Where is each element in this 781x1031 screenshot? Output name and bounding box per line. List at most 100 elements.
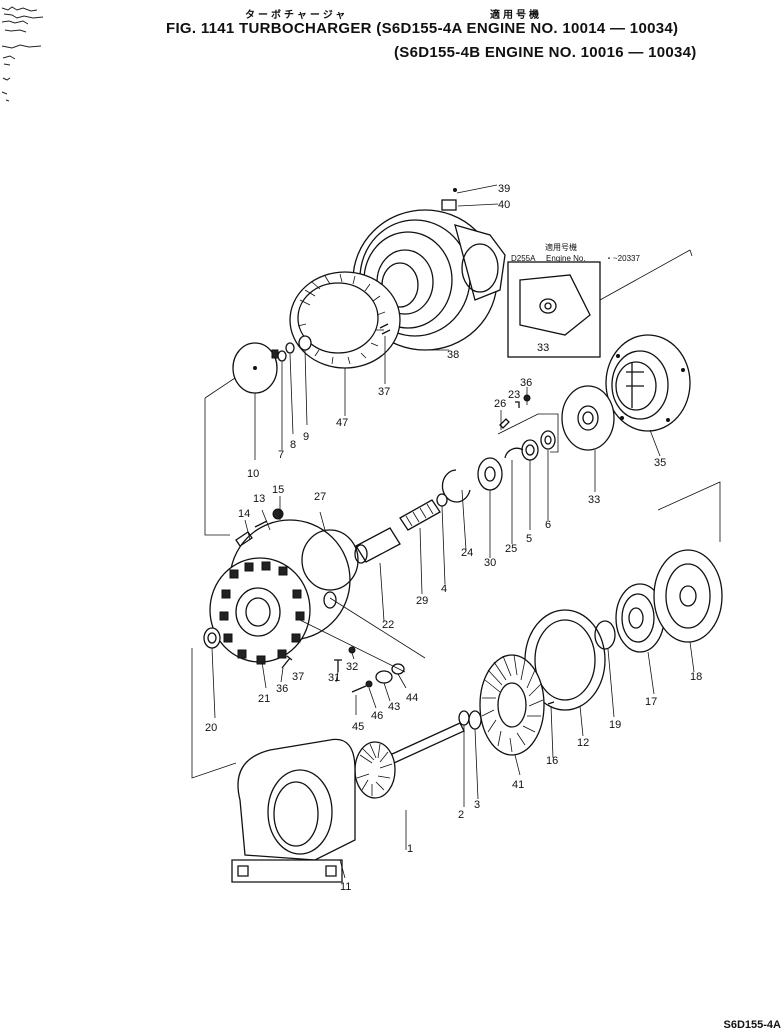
callout-47: 46 xyxy=(371,710,383,722)
sleeve-5 xyxy=(521,439,539,461)
figure-title: FIG. 1141 TURBOCHARGER (S6D155-4A ENGINE… xyxy=(166,20,679,37)
callout-18: 18 xyxy=(690,671,702,683)
plate-44 xyxy=(375,670,393,684)
seal-20 xyxy=(203,627,221,649)
callout-4: 4 xyxy=(441,583,447,595)
bolt-37 xyxy=(281,655,293,669)
part-7 xyxy=(277,350,287,362)
callout-15: 15 xyxy=(272,484,284,496)
bolt-46 xyxy=(351,685,367,693)
callout-19: 19 xyxy=(609,719,621,731)
leader-frame-right xyxy=(657,481,721,542)
part-8 xyxy=(285,342,295,354)
callout-2: 2 xyxy=(458,809,464,821)
callout-16: 16 xyxy=(546,755,558,767)
circlip-25 xyxy=(504,447,524,459)
callout-43: 47 xyxy=(336,417,348,429)
washer-32 xyxy=(348,646,356,654)
ring-6 xyxy=(540,430,556,450)
jp-title: ターボチャージャ xyxy=(245,10,349,21)
callout-25: 25 xyxy=(505,543,517,555)
inset-engine-label: Engine No. xyxy=(546,254,586,263)
plate-10 xyxy=(232,342,279,394)
callout-34: 36 xyxy=(520,377,532,389)
callout-21: 21 xyxy=(258,693,270,705)
scan-artifact xyxy=(1,6,44,102)
pin-16 xyxy=(547,701,555,705)
callout-30: 30 xyxy=(484,557,496,569)
diffuser-plate-43 xyxy=(289,271,401,369)
callout-11: 11 xyxy=(340,881,351,893)
callout-31: 31 xyxy=(328,672,340,684)
figure-subtitle: (S6D155-4B ENGINE NO. 10016 — 10034) xyxy=(394,44,697,61)
callout-3: 3 xyxy=(474,799,480,811)
callout-20: 20 xyxy=(205,722,217,734)
ring-4 xyxy=(436,493,448,507)
callout-38: 37 xyxy=(378,386,390,398)
callout-26: 26 xyxy=(494,398,506,410)
part-14 xyxy=(235,531,253,547)
callout-29: 29 xyxy=(416,595,428,607)
callout-9: 9 xyxy=(303,431,309,443)
callout-labels: 39 40 38 37 47 10 7 8 9 33 36 23 26 33 3… xyxy=(205,183,702,893)
nozzle-ring-12 xyxy=(524,609,606,711)
inset-callout-33: 33 xyxy=(537,342,549,354)
sleeve-22 xyxy=(354,527,401,564)
callout-6: 6 xyxy=(545,519,551,531)
part-13 xyxy=(254,520,268,528)
ring-19 xyxy=(594,620,616,650)
callout-12: 12 xyxy=(577,737,589,749)
center-housing-21 xyxy=(209,519,351,665)
callout-27: 27 xyxy=(314,491,326,503)
callout-7: 7 xyxy=(278,449,284,461)
bracket-lines xyxy=(497,413,559,453)
inset-variant-box xyxy=(507,261,601,358)
inset-model: D255A xyxy=(511,254,536,263)
callout-37: 37 xyxy=(292,671,304,683)
cover-35 xyxy=(605,334,691,432)
jp-applicable: 適用号機 xyxy=(490,10,542,21)
thrust-bearing-30 xyxy=(477,457,503,491)
callout-5: 5 xyxy=(526,533,532,545)
callout-45: 44 xyxy=(406,692,418,704)
o-ring-27 xyxy=(301,529,359,591)
part-9 xyxy=(298,335,312,351)
callout-17: 17 xyxy=(645,696,657,708)
compressor-wheel-42 xyxy=(479,654,545,756)
bearing-29 xyxy=(399,499,441,531)
callout-1: 1 xyxy=(407,843,413,855)
callout-24: 23 xyxy=(508,389,520,401)
callout-22: 22 xyxy=(382,619,394,631)
footer-code: S6D155-4A xyxy=(723,1019,781,1031)
callout-14: 14 xyxy=(238,508,250,520)
callout-leaders xyxy=(211,336,695,879)
callout-10: 10 xyxy=(247,468,259,480)
leader-inset-35 xyxy=(599,249,691,301)
turbine-shaft-1 xyxy=(354,722,465,799)
callout-13: 13 xyxy=(253,493,265,505)
callout-33: 33 xyxy=(588,494,600,506)
callout-23: 24 xyxy=(461,547,473,559)
inset-jp-applicable: 適用号機 xyxy=(545,242,577,252)
turbine-housing-11 xyxy=(231,738,356,883)
callout-41: 40 xyxy=(498,199,510,211)
callout-35: 35 xyxy=(654,457,666,469)
callout-44: 43 xyxy=(388,701,400,713)
callout-39: 38 xyxy=(447,349,459,361)
stud-38 xyxy=(379,323,391,335)
leader-lines xyxy=(191,184,499,779)
washer-47 xyxy=(365,680,373,688)
callout-46: 45 xyxy=(352,721,364,733)
heat-shield-17 xyxy=(615,583,665,653)
callout-8: 8 xyxy=(290,439,296,451)
shroud-18 xyxy=(653,549,723,643)
callout-42: 41 xyxy=(512,779,524,791)
gasket-45 xyxy=(391,663,405,675)
ring-3 xyxy=(468,710,482,730)
callout-32: 32 xyxy=(346,661,358,673)
nut-15 xyxy=(272,508,284,520)
pin-26 xyxy=(499,418,510,429)
inset-range: ・~20337 xyxy=(605,254,640,263)
bolt-31 xyxy=(334,659,342,672)
